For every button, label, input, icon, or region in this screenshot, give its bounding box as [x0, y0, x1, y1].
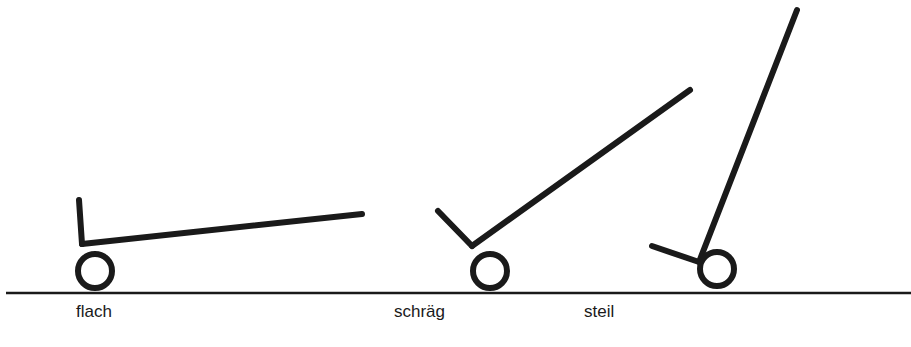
position-label: steil — [584, 302, 614, 322]
hand-truck-inclined — [438, 90, 690, 288]
ground-line — [6, 292, 911, 295]
position-label: schräg — [394, 302, 445, 322]
position-label: flach — [76, 302, 112, 322]
hand-truck-steep — [652, 10, 797, 286]
hand-truck-flat — [78, 200, 362, 288]
